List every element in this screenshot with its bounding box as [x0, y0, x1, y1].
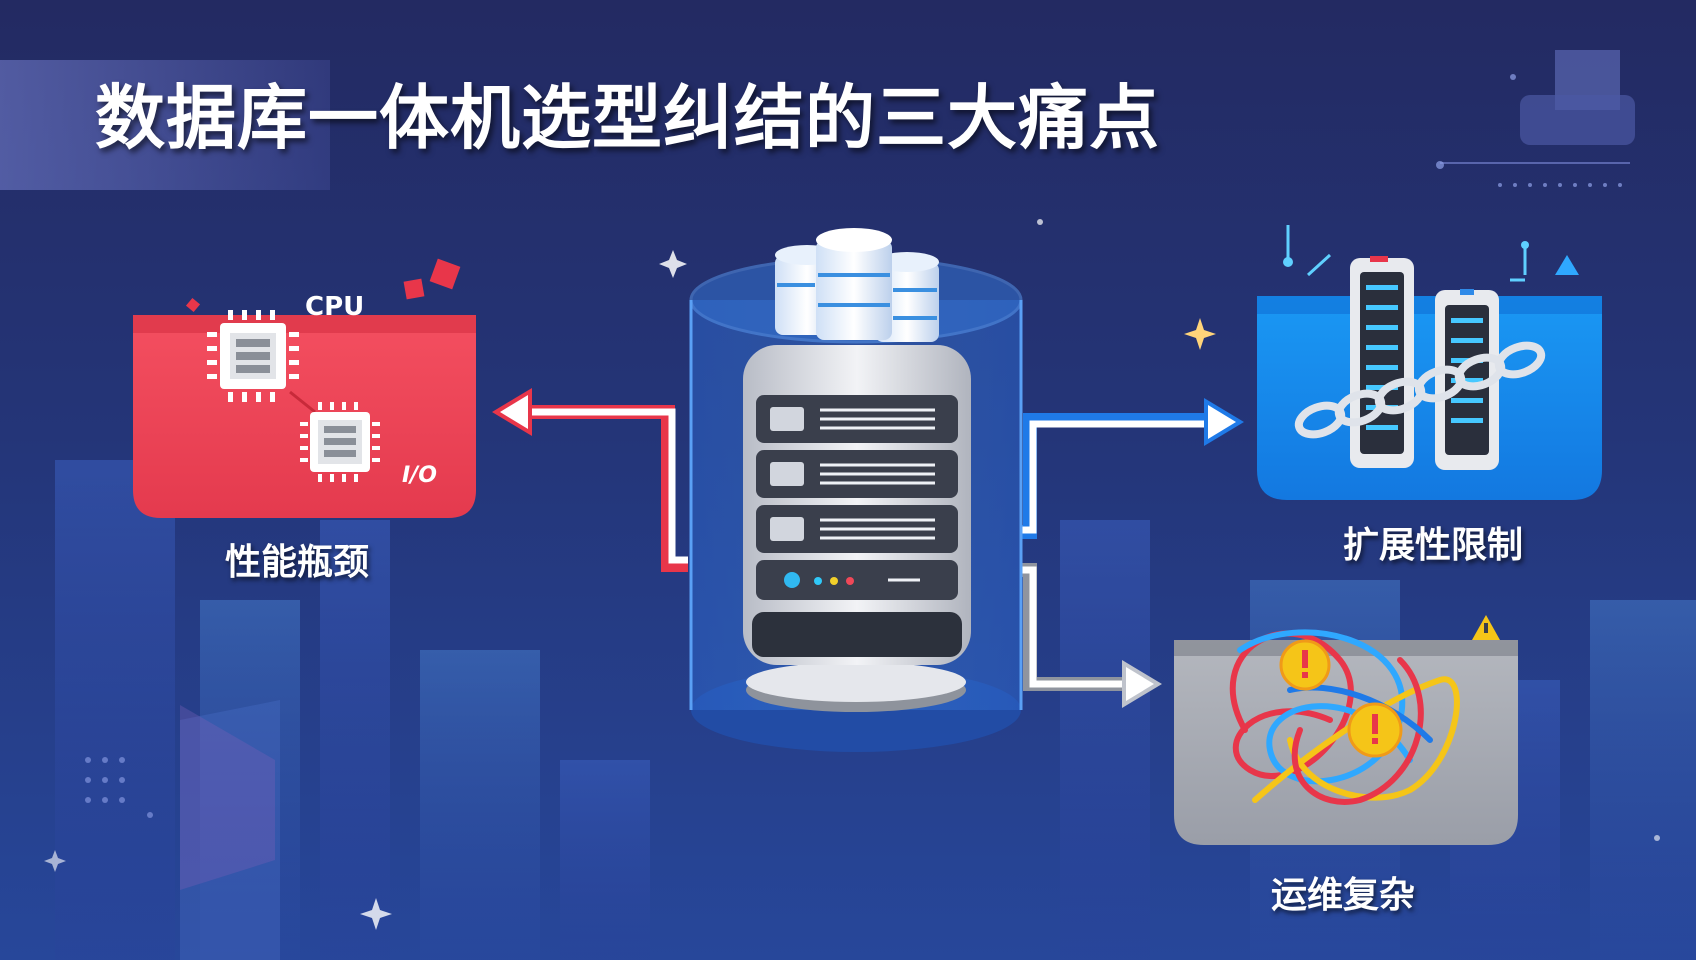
- page-title: 数据库一体机选型纠结的三大痛点: [95, 77, 1160, 159]
- cpu-chip-icon: [133, 258, 476, 518]
- tangled-wires-warning-icon: [1174, 615, 1518, 845]
- io-label: I/O: [402, 463, 437, 488]
- performance-bottleneck-label: 性能瓶颈: [225, 542, 370, 583]
- arrow-to-scalability: [1020, 398, 1244, 539]
- title-band: [0, 60, 330, 190]
- arrow-to-performance: [492, 388, 688, 572]
- operations-complexity-label: 运维复杂: [1271, 875, 1416, 916]
- database-server-icon: [689, 228, 1023, 752]
- cpu-label: CPU: [305, 292, 365, 322]
- chained-server-icon: [1257, 225, 1602, 500]
- arrow-to-operations: [1020, 563, 1162, 708]
- scalability-limit-label: 扩展性限制: [1343, 525, 1524, 566]
